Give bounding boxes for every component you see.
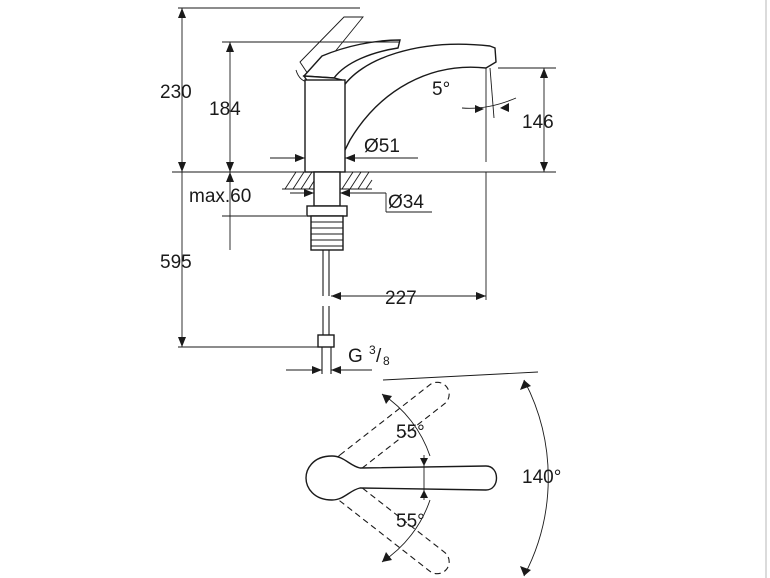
dim-thread-den: 8: [383, 354, 390, 368]
mounting-shank: [313, 171, 341, 207]
dim-146-label: 146: [522, 112, 554, 133]
dimension-total-height: [178, 7, 360, 172]
hose-connector: [317, 334, 335, 348]
angle-lower-label: 55°: [396, 511, 425, 532]
threaded-stud: [310, 215, 344, 251]
dim-5deg-label: 5°: [432, 79, 450, 100]
dim-thread-slash: /: [376, 346, 382, 367]
dimension-hole-diameter: [290, 189, 432, 213]
dimension-outlet-height: [485, 67, 556, 172]
dim-595-label: 595: [160, 252, 192, 273]
dim-thread-num: 3: [369, 343, 376, 357]
hose-gap: [318, 296, 334, 306]
dimension-spout-height: [222, 41, 400, 172]
handle-lever: [302, 39, 401, 79]
dim-230-label: 230: [160, 82, 192, 103]
dim-thread-g: G: [348, 346, 363, 367]
dimension-spout-reach: [331, 172, 487, 300]
angle-total-label: 140°: [522, 467, 561, 488]
dim-phi51-label: Ø51: [364, 136, 400, 157]
dimension-outlet-angle: [461, 67, 517, 119]
dim-phi34-label: Ø34: [388, 192, 424, 213]
dimension-thread: [286, 366, 372, 374]
dim-227-label: 227: [385, 288, 417, 309]
handle-top-solid: [305, 455, 498, 501]
top-view: [305, 371, 549, 577]
faucet-body: [304, 79, 346, 173]
countertop-hatch-right: [340, 171, 373, 190]
dim-184-label: 184: [209, 99, 241, 120]
spout: [340, 43, 497, 153]
stud-threads: [311, 221, 343, 247]
swing-arc-outer: [523, 379, 549, 577]
dim-max60-label: max.60: [189, 186, 251, 207]
mounting-nut: [306, 205, 348, 217]
angle-upper-label: 55°: [396, 422, 425, 443]
side-view: 230 184 146 5°: [160, 7, 556, 374]
countertop-hatch-left: [282, 171, 315, 190]
dimension-hose-length: [178, 172, 318, 348]
dimension-body-diameter: [270, 154, 418, 162]
dimension-max-thickness: [222, 172, 306, 250]
